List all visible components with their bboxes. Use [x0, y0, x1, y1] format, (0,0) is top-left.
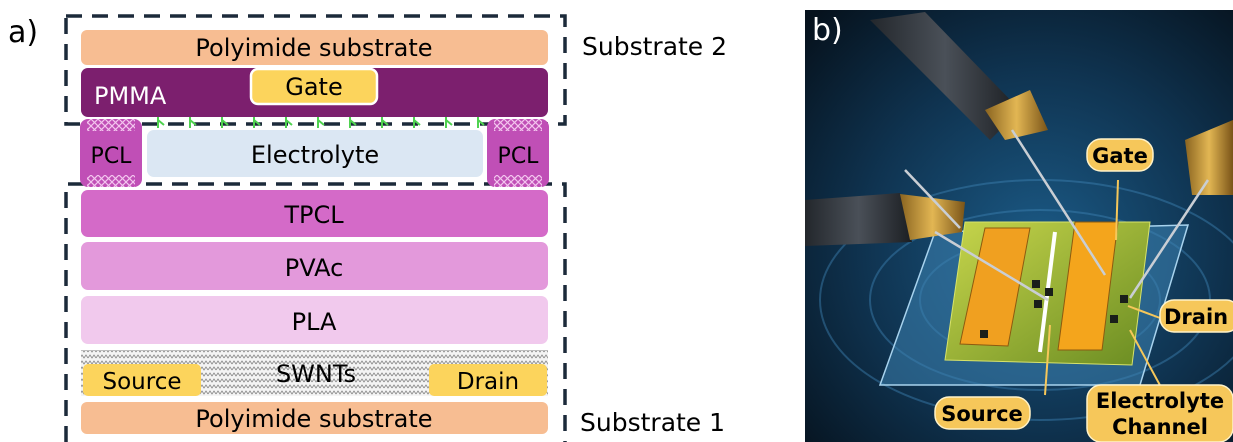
- source-callout-badge: [934, 396, 1031, 430]
- panel-b: Gate Drain Source Electrolyte Channel b): [805, 10, 1233, 442]
- pcl-right-layer: [487, 119, 549, 187]
- drain-callout-badge: [1159, 299, 1233, 333]
- electrolyte-callout-line2: Channel: [1112, 415, 1208, 439]
- pcl-left-layer: [80, 119, 142, 187]
- polyimide-substrate-top-label: Polyimide substrate: [195, 34, 432, 62]
- pla-label: PLA: [292, 308, 337, 336]
- source-label: Source: [103, 369, 182, 395]
- substrate-2-dashed-box: [64, 14, 567, 126]
- pcl-right-label: PCL: [498, 144, 540, 169]
- drain-electrode: [429, 364, 547, 396]
- gate-callout-badge: [1086, 138, 1154, 172]
- substrate-1-label: Substrate 1: [580, 408, 725, 437]
- gate-label: Gate: [285, 73, 342, 101]
- electrolyte-label: Electrolyte: [251, 141, 379, 169]
- right-electrode-strips: [1057, 221, 1119, 351]
- electrolyte-callout-line1: Electrolyte: [1096, 389, 1224, 413]
- panel-a: a) Polyimide substrate PMMA Gate: [8, 14, 727, 442]
- pcl-right-crosslinks-top: [494, 119, 542, 131]
- drain-callout: Drain: [1164, 305, 1228, 329]
- source-callout: Source: [941, 402, 1023, 426]
- source-electrode: [83, 364, 201, 396]
- drain-label: Drain: [457, 369, 519, 395]
- swnts-label: SWNTs: [276, 360, 356, 388]
- pcl-left-crosslinks-top: [87, 119, 135, 131]
- tpcl-label: TPCL: [283, 201, 344, 229]
- pmma-label: PMMA: [94, 82, 167, 110]
- left-electrode-strips: [959, 227, 1031, 347]
- polyimide-substrate-bottom: [81, 402, 548, 434]
- pcl-left-label: PCL: [91, 144, 133, 169]
- pla-layer: [81, 296, 548, 344]
- gate-callout: Gate: [1092, 144, 1148, 168]
- pcl-right-crosslinks-bottom: [494, 175, 542, 187]
- panel-a-label: a): [8, 15, 38, 50]
- polyimide-substrate-top: [81, 30, 548, 65]
- substrate-1-dashed-box: [64, 182, 567, 442]
- pcl-left-crosslinks-bottom: [87, 175, 135, 187]
- electrolyte-layer: [147, 130, 483, 177]
- polyimide-substrate-bottom-label: Polyimide substrate: [195, 405, 432, 433]
- pvac-layer: [81, 242, 548, 290]
- contact-pads: [980, 280, 1128, 338]
- probe-needles: [904, 129, 1210, 302]
- substrate-2-label: Substrate 2: [582, 32, 727, 61]
- panel-b-label: b): [812, 13, 843, 48]
- tpcl-layer: [81, 190, 548, 237]
- probe-handles: [805, 12, 1233, 246]
- pvac-label: PVAc: [285, 254, 344, 282]
- surface-linkers: [157, 117, 485, 128]
- gate-electrode: [249, 67, 379, 106]
- electrolyte-channel-callout-badge: [1086, 384, 1233, 442]
